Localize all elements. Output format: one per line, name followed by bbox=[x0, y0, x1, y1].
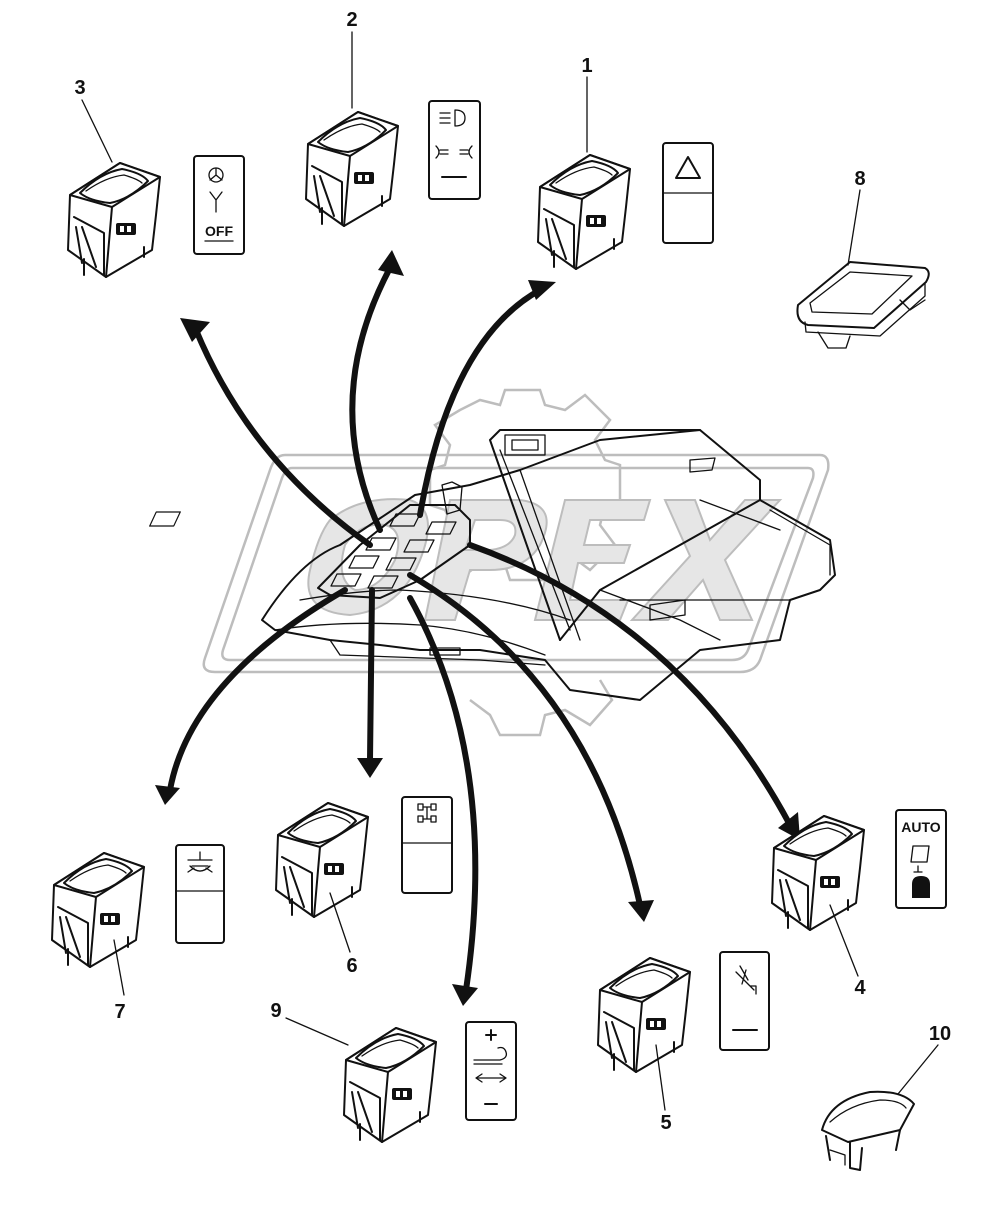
rocker-switch-4 bbox=[771, 815, 865, 931]
rocker-switch-1 bbox=[537, 154, 631, 270]
off-label: OFF bbox=[205, 223, 233, 239]
leader-lines bbox=[81, 31, 939, 1111]
symbol-plate-2 bbox=[428, 100, 481, 200]
rocker-switch-6 bbox=[275, 802, 369, 918]
symbol-plate-6 bbox=[401, 796, 453, 894]
symbol-plate-9 bbox=[465, 1021, 517, 1121]
rocker-switch-5 bbox=[597, 957, 691, 1073]
rocker-cap-8 bbox=[796, 261, 930, 349]
callout-1: 1 bbox=[581, 55, 592, 77]
callout-3: 3 bbox=[74, 77, 85, 99]
rocker-switch-3 bbox=[67, 162, 161, 278]
symbol-plate-4: AUTO bbox=[895, 809, 947, 909]
watermark-logo bbox=[202, 388, 830, 737]
callout-numbers: 1 2 3 4 5 6 7 8 9 10 bbox=[74, 9, 951, 1134]
pointer-arrows bbox=[155, 250, 800, 1006]
callout-10: 10 bbox=[929, 1023, 951, 1045]
rocker-cap-10 bbox=[821, 1090, 915, 1171]
symbol-plate-7 bbox=[175, 844, 225, 944]
callout-2: 2 bbox=[346, 9, 357, 31]
rocker-switch-9 bbox=[343, 1027, 437, 1143]
auto-label: AUTO bbox=[901, 819, 941, 835]
callout-7: 7 bbox=[114, 1001, 125, 1023]
callout-9: 9 bbox=[270, 1000, 281, 1022]
callout-4: 4 bbox=[854, 977, 866, 999]
rocker-switch-7 bbox=[51, 852, 145, 968]
symbol-plate-1 bbox=[662, 142, 714, 244]
callout-8: 8 bbox=[854, 168, 865, 190]
callout-5: 5 bbox=[660, 1112, 671, 1134]
symbol-plate-3: OFF bbox=[193, 155, 245, 255]
symbol-plate-5 bbox=[719, 951, 770, 1051]
rocker-switch-2 bbox=[305, 111, 399, 227]
callout-6: 6 bbox=[346, 955, 357, 977]
